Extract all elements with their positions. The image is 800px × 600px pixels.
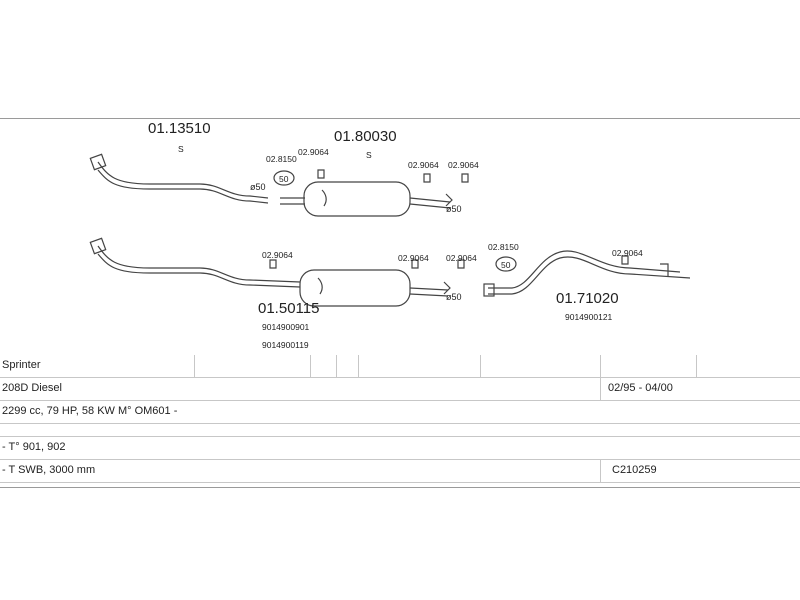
- types-cell: - T° 901, 902: [2, 441, 66, 453]
- years-cell: 02/95 - 04/00: [608, 382, 673, 394]
- table-row: 2299 cc, 79 HP, 58 KW M° OM601 -: [0, 401, 800, 424]
- hanger-label: 02.9064: [398, 253, 429, 263]
- clamp-diameter-label: 50: [501, 260, 511, 270]
- hanger-label: 02.9064: [408, 160, 439, 170]
- part-code-01-71020: 01.71020: [556, 290, 619, 307]
- specs-cell: 2299 cc, 79 HP, 58 KW M° OM601 -: [2, 405, 178, 417]
- hanger-label: 02.9064: [446, 253, 477, 263]
- clamp-label: 02.8150: [266, 154, 297, 164]
- model-cell: Sprinter: [2, 359, 41, 371]
- engine-cell: 208D Diesel: [2, 382, 62, 394]
- front-pipe-lower: [97, 245, 301, 283]
- hanger-label: 02.9064: [612, 248, 643, 258]
- diameter-label: ø50: [250, 182, 266, 192]
- part-code-01-80030: 01.80030: [334, 128, 397, 145]
- front-pipe-upper: [97, 161, 269, 199]
- diameter-label: ø50: [446, 292, 462, 302]
- clamp-diameter-label: 50: [279, 174, 289, 184]
- diagram-frame: [0, 118, 800, 488]
- diameter-label: ø50: [446, 204, 462, 214]
- part-ref-9014900121: 9014900121: [565, 312, 613, 322]
- table-row: - T SWB, 3000 mm C210259: [0, 460, 800, 483]
- code-cell: C210259: [612, 464, 657, 476]
- part-mark-s: S: [366, 150, 372, 160]
- hanger-label: 02.9064: [448, 160, 479, 170]
- part-mark-s: S: [178, 144, 184, 154]
- table-row: 208D Diesel 02/95 - 04/00: [0, 378, 800, 401]
- silencer-lower: [299, 269, 449, 307]
- vehicle-table: Sprinter 208D Diesel 02/95 - 04/00 2299 …: [0, 355, 800, 483]
- table-row: - T° 901, 902: [0, 437, 800, 460]
- wheelbase-cell: - T SWB, 3000 mm: [2, 464, 96, 476]
- hanger-label: 02.9064: [262, 250, 293, 260]
- clamp-label: 02.8150: [488, 242, 519, 252]
- silencer-upper: [280, 181, 451, 217]
- hanger-label: 02.9064: [298, 147, 329, 157]
- part-code-01-13510: 01.13510: [148, 120, 211, 137]
- part-code-01-50115: 01.50115: [258, 300, 320, 317]
- rear-pipe: [488, 250, 681, 289]
- part-ref-9014900901: 9014900901: [262, 322, 310, 332]
- table-row: Sprinter: [0, 355, 800, 378]
- exhaust-diagram: [89, 153, 691, 307]
- table-row: [0, 424, 800, 437]
- part-ref-9014900119: 9014900119: [262, 340, 309, 350]
